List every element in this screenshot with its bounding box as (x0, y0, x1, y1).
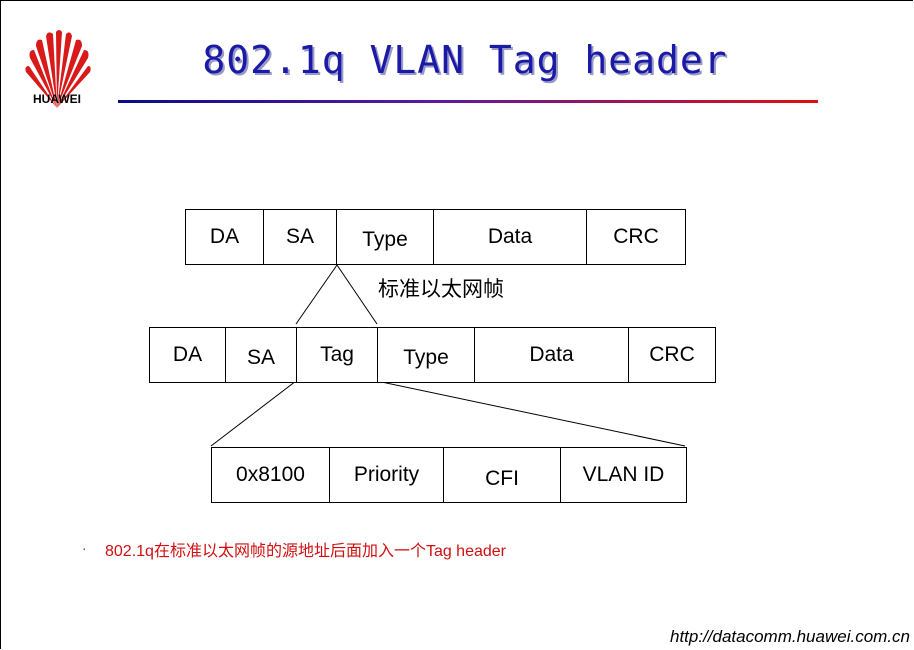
expand-line-right-1 (336, 264, 378, 325)
field-crc: CRC (649, 343, 695, 366)
field-data: Data (475, 328, 629, 382)
field-da: DA (186, 210, 264, 264)
field-priority: Priority (330, 448, 444, 502)
field-crc: CRC (613, 225, 659, 248)
huawei-logo-icon (25, 30, 91, 108)
expand-line-left-1 (295, 264, 338, 325)
field-type: Type (337, 210, 434, 264)
footer-url: http://datacomm.huawei.com.cn (669, 627, 910, 646)
expand-line-right-2 (376, 380, 686, 447)
slide-title: 802.1q VLAN Tag header (202, 38, 728, 82)
standard-ethernet-frame: DA SA Type Data CRC (185, 209, 686, 265)
standard-frame-caption: 标准以太网帧 (378, 278, 504, 301)
field-vlan-id: VLAN ID (582, 463, 665, 486)
expand-line-left-2 (210, 380, 297, 447)
field-cfi: CFI (444, 448, 561, 502)
field-tpid: 0x8100 (212, 448, 330, 502)
bullet-marker: · (82, 540, 87, 556)
bullet-text: 802.1q在标准以太网帧的源地址后面加入一个Tag header (105, 543, 507, 560)
field-type: Type (378, 328, 475, 382)
field-sa: SA (264, 210, 337, 264)
field-tag: Tag (297, 328, 378, 382)
title-underline (118, 100, 818, 103)
logo-wordmark: HUAWEI (33, 92, 81, 106)
tag-header-fields: 0x8100 Priority CFI VLAN ID (211, 447, 687, 503)
field-da: DA (150, 328, 226, 382)
tagged-ethernet-frame: DA SA Tag Type Data CRC (149, 327, 716, 383)
field-sa: SA (226, 328, 297, 382)
field-data: Data (434, 210, 587, 264)
